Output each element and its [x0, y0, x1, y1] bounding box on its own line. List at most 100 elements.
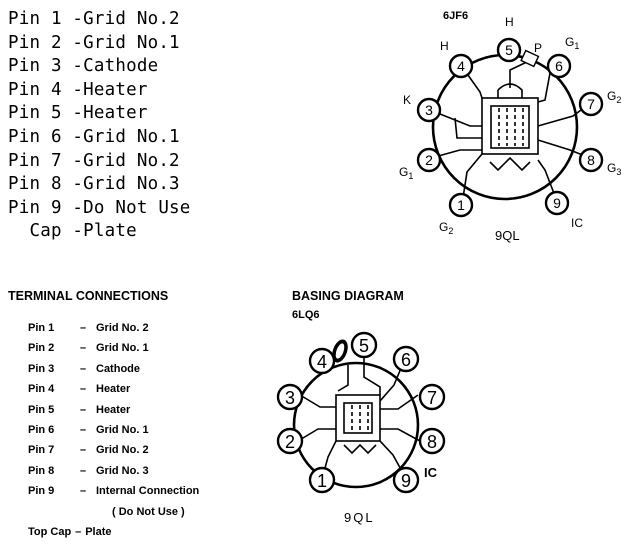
svg-text:5: 5 — [359, 336, 369, 356]
terminal-pin: Pin 8 — [28, 464, 55, 477]
basing-diagram-title: BASING DIAGRAM — [292, 289, 404, 303]
svg-text:6: 6 — [555, 58, 563, 74]
mono-pin: Cap — [8, 221, 62, 242]
mono-desc: Grid No.1 — [83, 32, 180, 53]
terminal-row: Pin 2–Grid No. 1 — [28, 338, 199, 358]
terminal-row: Pin 4–Heater — [28, 379, 199, 399]
base-label-9ql-lower: 9QL — [344, 510, 375, 525]
mono-row: Pin 4 -Heater — [8, 79, 148, 100]
pin-1-lower: 1 — [308, 466, 336, 494]
terminal-connections-title: TERMINAL CONNECTIONS — [8, 289, 169, 303]
mono-row: Pin 5 -Heater — [8, 103, 148, 124]
pin-8-lower: 8 — [418, 427, 446, 455]
mono-desc: Heater — [83, 79, 148, 100]
electrode-labels: H P G1 H K G2 G1 G3 G2 IC — [399, 15, 621, 236]
pin-3: 3 — [416, 97, 442, 123]
pin-7-lower: 7 — [418, 383, 446, 411]
pin-2-lower: 2 — [276, 427, 304, 455]
svg-text:4: 4 — [457, 58, 465, 74]
internal-electrodes-lower — [297, 357, 421, 480]
terminal-desc: Grid No. 1 — [96, 424, 149, 437]
pin-9: 9 — [544, 190, 570, 216]
svg-text:9: 9 — [553, 195, 561, 211]
label-h-left: H — [440, 39, 449, 53]
pin-circles-lower: 5 4 6 3 7 2 8 1 9 — [276, 331, 446, 494]
tube-label-6jf6: 6JF6 — [443, 10, 468, 22]
basing-diagram-tube: 6LQ6 — [292, 309, 320, 321]
svg-text:1: 1 — [457, 197, 465, 213]
pin-5: 5 — [496, 37, 522, 63]
terminal-desc: Grid No. 2 — [96, 444, 149, 457]
label-ic-lower: IC — [424, 465, 438, 480]
mono-desc: Grid No.3 — [83, 174, 180, 195]
mono-desc: Cathode — [83, 56, 159, 77]
mono-desc: Grid No.2 — [83, 150, 180, 171]
mono-row: Pin 2 -Grid No.1 — [8, 32, 180, 53]
pin-4: 4 — [448, 53, 474, 79]
mono-row: Pin 3 -Cathode — [8, 56, 159, 77]
mono-pin: Pin 2 — [8, 32, 62, 53]
pin-4-lower: 4 — [308, 347, 336, 375]
terminal-desc: Heater — [96, 383, 131, 396]
svg-text:1: 1 — [317, 471, 327, 491]
tube-diagram-6jf6: 6JF6 5 6 4 3 7 2 8 1 9 H — [399, 10, 621, 243]
mono-desc: Plate — [83, 221, 137, 242]
mono-row: Pin 1 -Grid No.2 — [8, 9, 180, 29]
terminal-row: Pin 3–Cathode — [28, 359, 199, 379]
label-ic: IC — [571, 216, 583, 230]
terminal-row: Pin 6–Grid No. 1 — [28, 420, 199, 440]
terminal-pin: Pin 2 — [28, 342, 55, 355]
svg-text:8: 8 — [587, 152, 595, 168]
svg-text:7: 7 — [427, 388, 437, 408]
svg-text:9: 9 — [401, 471, 411, 491]
mono-pin: Pin 7 — [8, 150, 62, 171]
tube-envelope-lower — [292, 361, 420, 489]
terminal-desc: Cathode — [96, 362, 140, 375]
terminal-row: ( Do Not Use ) — [28, 502, 199, 522]
pin-5-lower: 5 — [350, 331, 378, 359]
label-g2-bottom: G2 — [439, 220, 453, 236]
mono-row: Pin 9 -Do Not Use — [8, 197, 191, 218]
label-k: K — [403, 93, 411, 107]
label-g2-right: G2 — [607, 89, 621, 105]
tube-diagram-6lq6: 5 4 6 3 7 2 8 1 9 IC 9QL — [276, 331, 446, 525]
terminal-pin: Pin 7 — [28, 444, 55, 457]
mono-row: Pin 7 -Grid No.2 — [8, 150, 180, 171]
terminal-pin: Pin 6 — [28, 424, 55, 437]
mono-desc: Grid No.1 — [83, 126, 180, 147]
pin-6-lower: 6 — [392, 345, 420, 373]
pin-7: 7 — [578, 91, 604, 117]
mono-pin: Pin 1 — [8, 9, 62, 29]
pin-circles: 5 6 4 3 7 2 8 1 9 — [416, 37, 604, 218]
terminal-pin: Pin 5 — [28, 403, 55, 416]
svg-text:3: 3 — [285, 388, 295, 408]
mono-row: Pin 8 -Grid No.3 — [8, 174, 180, 195]
terminal-pin: Pin 3 — [28, 362, 55, 375]
svg-text:2: 2 — [285, 432, 295, 452]
terminal-pin: Pin 1 — [28, 322, 55, 334]
terminal-row: Pin 7–Grid No. 2 — [28, 440, 199, 460]
label-g3: G3 — [607, 161, 621, 177]
terminal-pin: Pin 4 — [28, 383, 55, 396]
pin-6: 6 — [546, 53, 572, 79]
svg-text:6: 6 — [401, 350, 411, 370]
label-p: P — [534, 41, 542, 55]
terminal-desc: ( Do Not Use ) — [112, 505, 185, 518]
mono-row: Cap -Plate — [8, 221, 137, 242]
terminal-pin: Pin 9 — [28, 485, 55, 498]
base-label-9ql: 9QL — [495, 228, 520, 243]
terminal-row: Pin 8–Grid No. 3 — [28, 461, 199, 481]
mono-pin: Pin 5 — [8, 103, 62, 124]
svg-text:5: 5 — [505, 42, 513, 58]
terminal-desc: Internal Connection — [96, 485, 200, 498]
terminal-row: Pin 1–Grid No. 2 — [28, 318, 199, 338]
mono-pin: Pin 3 — [8, 56, 62, 77]
svg-text:2: 2 — [425, 152, 433, 168]
pin-2: 2 — [416, 147, 442, 173]
mono-row: Pin 6 -Grid No.1 — [8, 126, 180, 147]
terminal-desc: Grid No. 2 — [96, 322, 149, 334]
label-g1-top: G1 — [565, 35, 579, 51]
svg-text:4: 4 — [317, 352, 327, 372]
